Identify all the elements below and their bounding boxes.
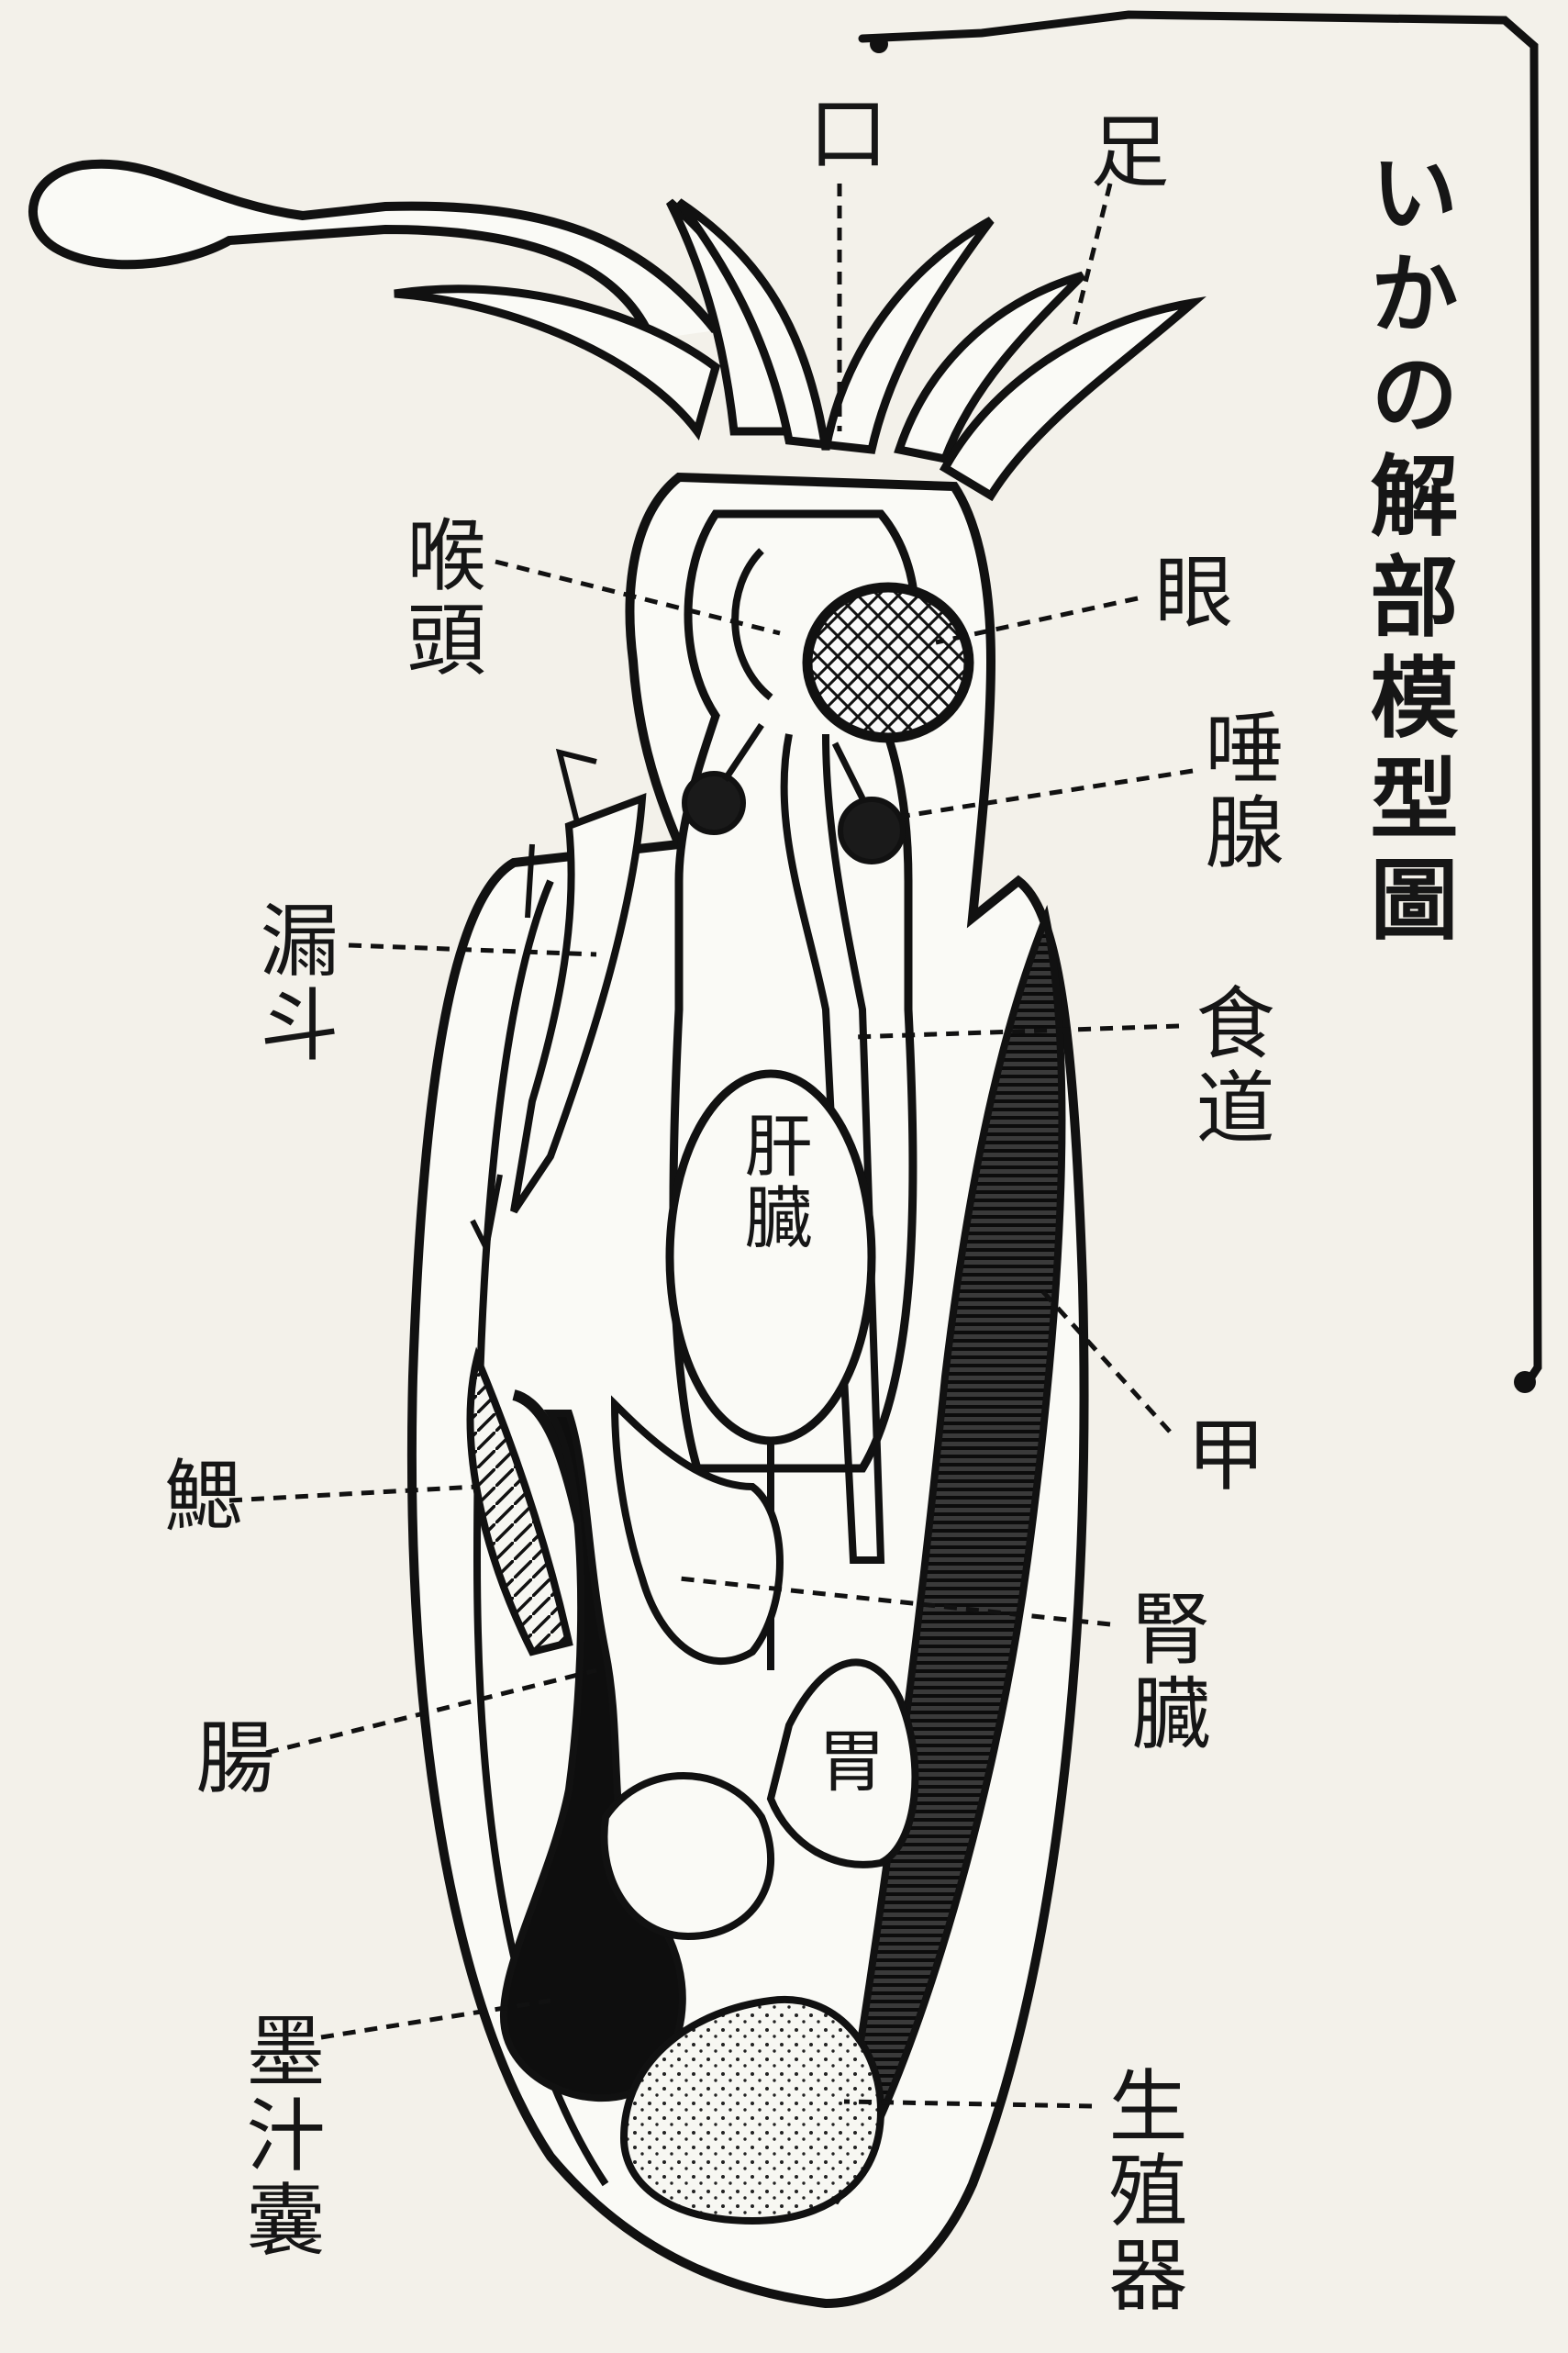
label-ink-sac: 墨汁囊 — [234, 2010, 322, 2263]
label-funnel: 漏斗 — [248, 899, 336, 1068]
label-pharynx: 喉頭 — [395, 514, 483, 683]
leader-foot — [1073, 184, 1110, 330]
label-mouth: 口 — [796, 92, 884, 176]
caecum-shape — [604, 1776, 771, 1936]
label-kidney: 腎臓 — [1119, 1588, 1207, 1756]
diagram-title: いかの解部模型圖 — [1356, 147, 1457, 954]
eye-shape — [807, 587, 969, 738]
label-shell: 甲 — [1174, 1413, 1262, 1498]
label-foot: 足 — [1078, 110, 1166, 195]
label-intestine: 腸 — [183, 1716, 272, 1801]
label-reproductive-organ: 生殖器 — [1096, 2065, 1184, 2318]
label-liver: 肝臓 — [734, 1110, 811, 1254]
salivary-gland-right — [840, 799, 903, 862]
label-stomach: 胃 — [807, 1725, 884, 1797]
salivary-gland-left — [684, 774, 743, 832]
label-gill: 鰓 — [151, 1455, 239, 1539]
label-eye: 眼 — [1142, 551, 1230, 635]
label-esophagus: 食道 — [1184, 982, 1272, 1151]
label-salivary-gland: 唾腺 — [1193, 707, 1281, 875]
